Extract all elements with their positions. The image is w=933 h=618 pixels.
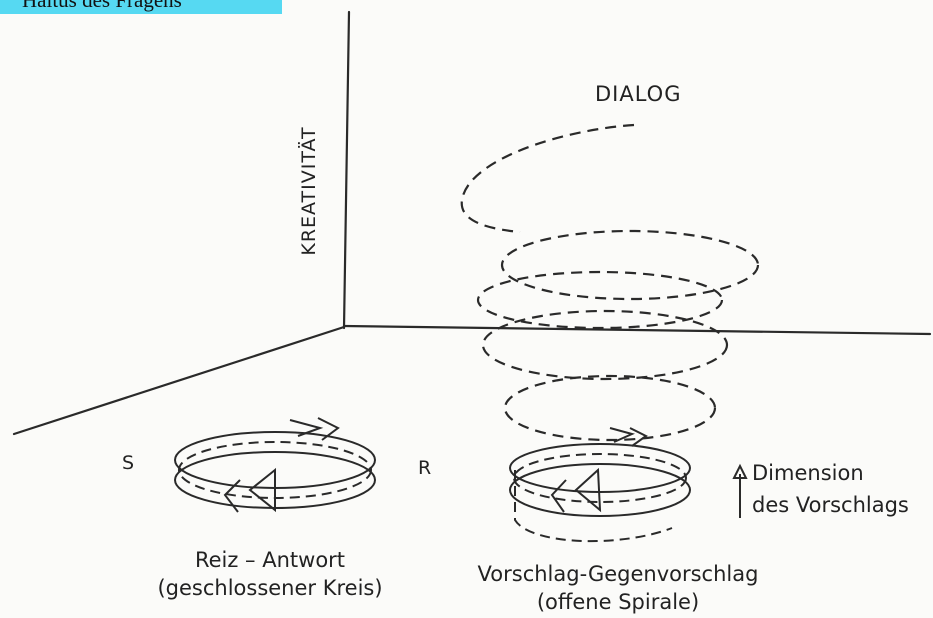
depth-axis [14, 327, 344, 434]
spiral-arrow-top [610, 428, 646, 446]
spiral-base [510, 428, 690, 541]
closed-caption-line2: (geschlossener Kreis) [110, 576, 430, 600]
dimension-label-line1: Dimension [752, 461, 864, 485]
dialog-label: DIALOG [595, 82, 681, 106]
vertical-axis [344, 12, 349, 328]
spiral-caption-line1: Vorschlag-Gegenvorschlag [448, 562, 788, 586]
kreativitaet-label: KREATIVITÄT [298, 81, 320, 301]
r-marker: R [418, 457, 431, 479]
spiral-ring-1 [502, 231, 758, 299]
spiral-top-arc [462, 125, 634, 232]
spiral-ring-3 [483, 311, 727, 379]
closed-arrow-bottom [225, 470, 275, 512]
dimension-arrow-icon [734, 466, 746, 518]
spiral-caption-line2: (offene Spirale) [488, 590, 748, 614]
spiral-ring-4 [505, 376, 715, 440]
dimension-label-line2: des Vorschlags [752, 493, 909, 517]
s-marker: S [122, 452, 134, 474]
closed-circle [175, 418, 375, 512]
open-spiral [462, 125, 758, 440]
closed-caption-line1: Reiz – Antwort [120, 548, 420, 572]
